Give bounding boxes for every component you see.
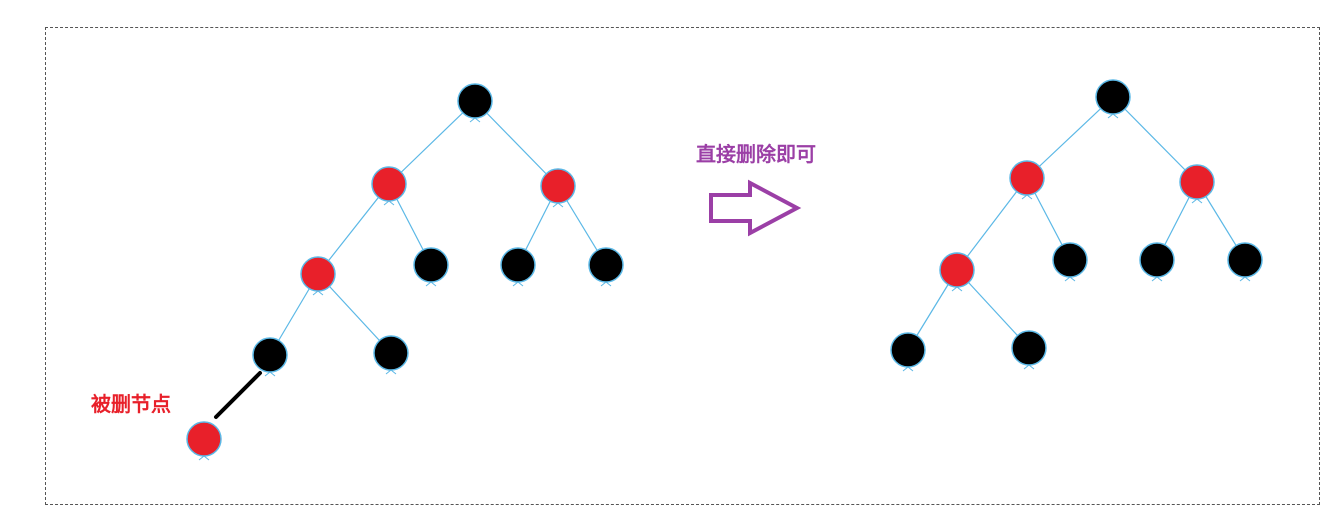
tree-node-before-rl	[500, 247, 536, 283]
tree-node-before-lr	[413, 247, 449, 283]
action-label: 直接删除即可	[696, 142, 816, 166]
tree-edge-after-root-r	[1112, 96, 1198, 183]
tree-node-after-lll	[890, 332, 926, 368]
tree-node-after-l	[1009, 160, 1045, 196]
tree-node-after-llr	[1011, 330, 1047, 366]
tree-edge-after-l-ll	[956, 177, 1028, 271]
tree-node-after-root	[1095, 79, 1131, 115]
deleted-node-label: 被删节点	[91, 392, 171, 416]
tree-node-before-llr	[373, 335, 409, 371]
tree-edge-before-l-ll	[317, 183, 390, 275]
tree-node-before-l	[371, 166, 407, 202]
tree-node-after-rl	[1139, 242, 1175, 278]
tree-node-after-r	[1179, 164, 1215, 200]
deleted-link	[214, 371, 262, 419]
tree-node-after-lr	[1052, 242, 1088, 278]
tree-edge-before-ll-llr	[317, 273, 392, 354]
tree-edge-before-root-l	[388, 100, 476, 185]
deleted-node-before-deleted	[186, 421, 222, 457]
tree-node-after-rr	[1227, 242, 1263, 278]
tree-edge-after-root-l	[1026, 96, 1114, 179]
tree-node-before-lll	[252, 337, 288, 373]
tree-node-before-rr	[588, 247, 624, 283]
tree-node-before-ll	[300, 256, 336, 292]
tree-node-before-root	[457, 83, 493, 119]
tree-before	[186, 83, 624, 461]
tree-node-before-r	[540, 168, 576, 204]
right-arrow-icon	[709, 179, 802, 237]
tree-after	[890, 79, 1263, 372]
tree-edge-before-root-r	[474, 100, 559, 187]
diagram-frame	[45, 27, 1320, 505]
tree-node-after-ll	[939, 252, 975, 288]
